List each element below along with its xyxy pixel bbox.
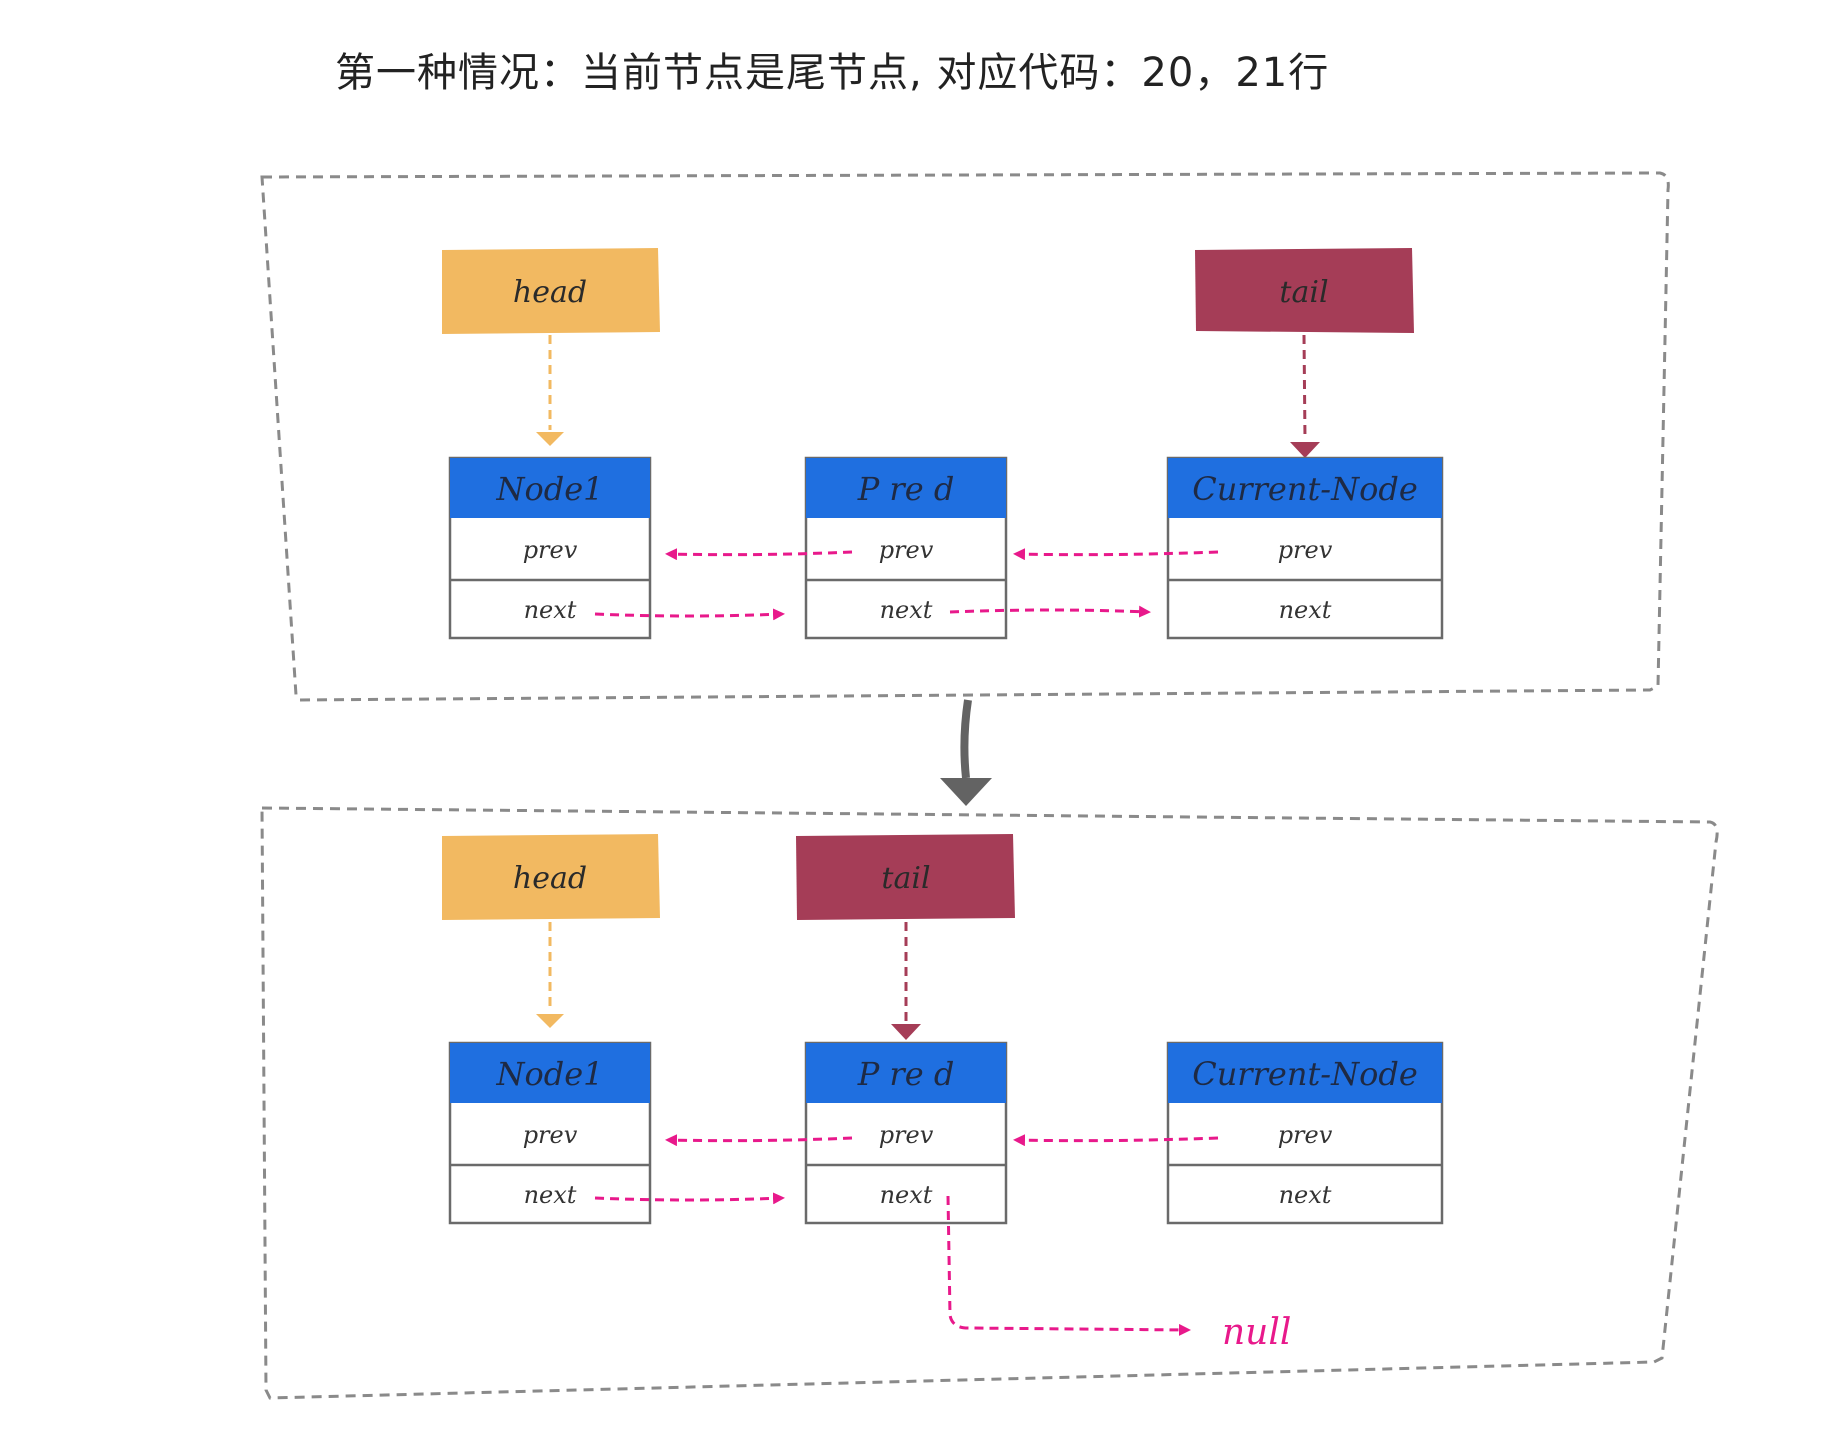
prev-link-arrow xyxy=(1013,1134,1219,1147)
tail-arrowhead-1 xyxy=(1290,442,1320,458)
prev-field: prev xyxy=(879,536,934,564)
prev-link-arrow xyxy=(665,548,853,561)
node-card: Node1 prev next xyxy=(448,456,652,640)
null-label: null xyxy=(1222,1312,1291,1353)
head-arrowhead-1 xyxy=(536,432,564,446)
head-pointer: head xyxy=(442,248,660,334)
node-card: Current-Node prev next xyxy=(1166,1041,1444,1225)
next-field: next xyxy=(1279,596,1332,624)
next-field: next xyxy=(880,1181,933,1209)
prev-field: prev xyxy=(1278,1121,1333,1149)
node-card: Node1 prev next xyxy=(448,1041,652,1225)
next-field: next xyxy=(524,1181,577,1209)
prev-field: prev xyxy=(1278,536,1333,564)
next-link-arrow xyxy=(594,608,785,621)
prev-field: prev xyxy=(879,1121,934,1149)
node-title: Node1 xyxy=(495,470,603,508)
tail-pointer: tail xyxy=(1195,248,1414,333)
panel-1-frame xyxy=(260,171,1670,702)
next-field: next xyxy=(524,596,577,624)
node-title: P re d xyxy=(857,470,955,508)
prev-link-arrow xyxy=(1013,548,1219,561)
next-field: next xyxy=(1279,1181,1332,1209)
tail-pointer: tail xyxy=(796,834,1015,920)
head-pointer: head xyxy=(442,834,660,920)
tail-label: tail xyxy=(881,861,930,896)
node-title: Current-Node xyxy=(1192,470,1418,508)
head-label: head xyxy=(513,275,587,310)
head-label: head xyxy=(513,861,587,896)
node-card: P re d prev next xyxy=(804,456,1008,640)
next-link-arrow xyxy=(949,605,1151,618)
tail-arrowhead-2 xyxy=(891,1024,921,1040)
next-to-null-arrow xyxy=(946,1195,1191,1336)
panel-2-frame xyxy=(260,806,1719,1400)
prev-field: prev xyxy=(523,536,578,564)
prev-link-arrow xyxy=(665,1134,853,1147)
transition-arrow xyxy=(940,699,992,806)
prev-field: prev xyxy=(523,1121,578,1149)
node-title: Current-Node xyxy=(1192,1055,1418,1093)
tail-label: tail xyxy=(1279,275,1328,310)
node-title: P re d xyxy=(857,1055,955,1093)
next-field: next xyxy=(880,596,933,624)
diagram-title: 第一种情况：当前节点是尾节点, 对应代码：20，21行 xyxy=(335,50,1330,96)
next-link-arrow xyxy=(594,1192,785,1205)
node-title: Node1 xyxy=(495,1055,603,1093)
node-card: P re d prev next xyxy=(804,1041,1008,1225)
tail-link-1 xyxy=(1302,334,1307,441)
head-arrowhead-2 xyxy=(536,1014,564,1028)
node-card: Current-Node prev next xyxy=(1166,456,1444,640)
